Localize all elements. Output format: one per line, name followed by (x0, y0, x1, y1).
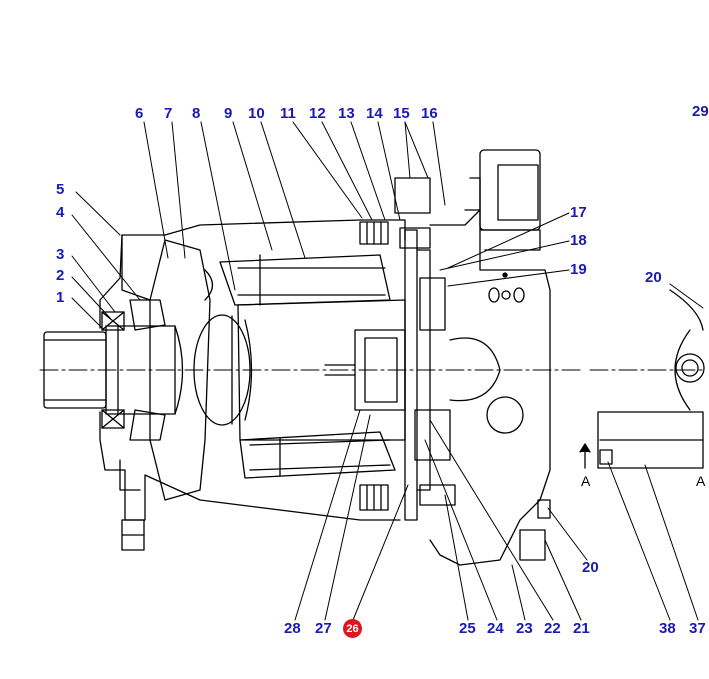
callout-19: 19 (570, 261, 587, 278)
callout-5: 5 (56, 181, 65, 198)
auxiliary-view (579, 289, 705, 469)
callout-20-upper: 20 (645, 269, 662, 286)
callout-29: 29 (692, 103, 709, 120)
callout-16: 16 (421, 105, 438, 122)
callout-38: 38 (659, 620, 676, 637)
front-bearing (101, 299, 166, 441)
piston-upper (204, 254, 391, 306)
drive-flange (149, 239, 251, 501)
rear-cover (429, 149, 551, 566)
callout-13: 13 (338, 105, 355, 122)
callout-37: 37 (689, 620, 706, 637)
callout-10: 10 (248, 105, 265, 122)
valve-plate (404, 229, 431, 521)
callout-21: 21 (573, 620, 590, 637)
callout-14: 14 (366, 105, 383, 122)
callout-8: 8 (192, 105, 201, 122)
callout-2: 2 (56, 267, 65, 284)
callout-27: 27 (315, 620, 332, 637)
callout-24: 24 (487, 620, 504, 637)
leader-lines (71, 121, 704, 621)
callout-23: 23 (516, 620, 533, 637)
callout-7: 7 (164, 105, 173, 122)
callout-3: 3 (56, 246, 65, 263)
cylinder-block (237, 299, 406, 441)
section-mark-a-right: A (696, 473, 706, 489)
callout-25: 25 (459, 620, 476, 637)
callout-1: 1 (56, 289, 65, 306)
callout-15: 15 (393, 105, 410, 122)
callout-18: 18 (570, 232, 587, 249)
front-housing (99, 219, 406, 551)
piston-lower (239, 431, 396, 479)
callout-12: 12 (309, 105, 326, 122)
brake-discs (359, 221, 389, 511)
callout-11: 11 (280, 105, 296, 122)
callout-26-highlight: 26 (343, 619, 362, 638)
callout-20-lower: 20 (582, 559, 599, 576)
callout-4: 4 (56, 204, 65, 221)
callout-17: 17 (570, 204, 587, 221)
callout-28: 28 (284, 620, 301, 637)
callout-22: 22 (544, 620, 561, 637)
callout-6: 6 (135, 105, 144, 122)
callout-9: 9 (224, 105, 233, 122)
section-mark-a-left: A (581, 473, 591, 489)
spool-valve (394, 177, 551, 561)
